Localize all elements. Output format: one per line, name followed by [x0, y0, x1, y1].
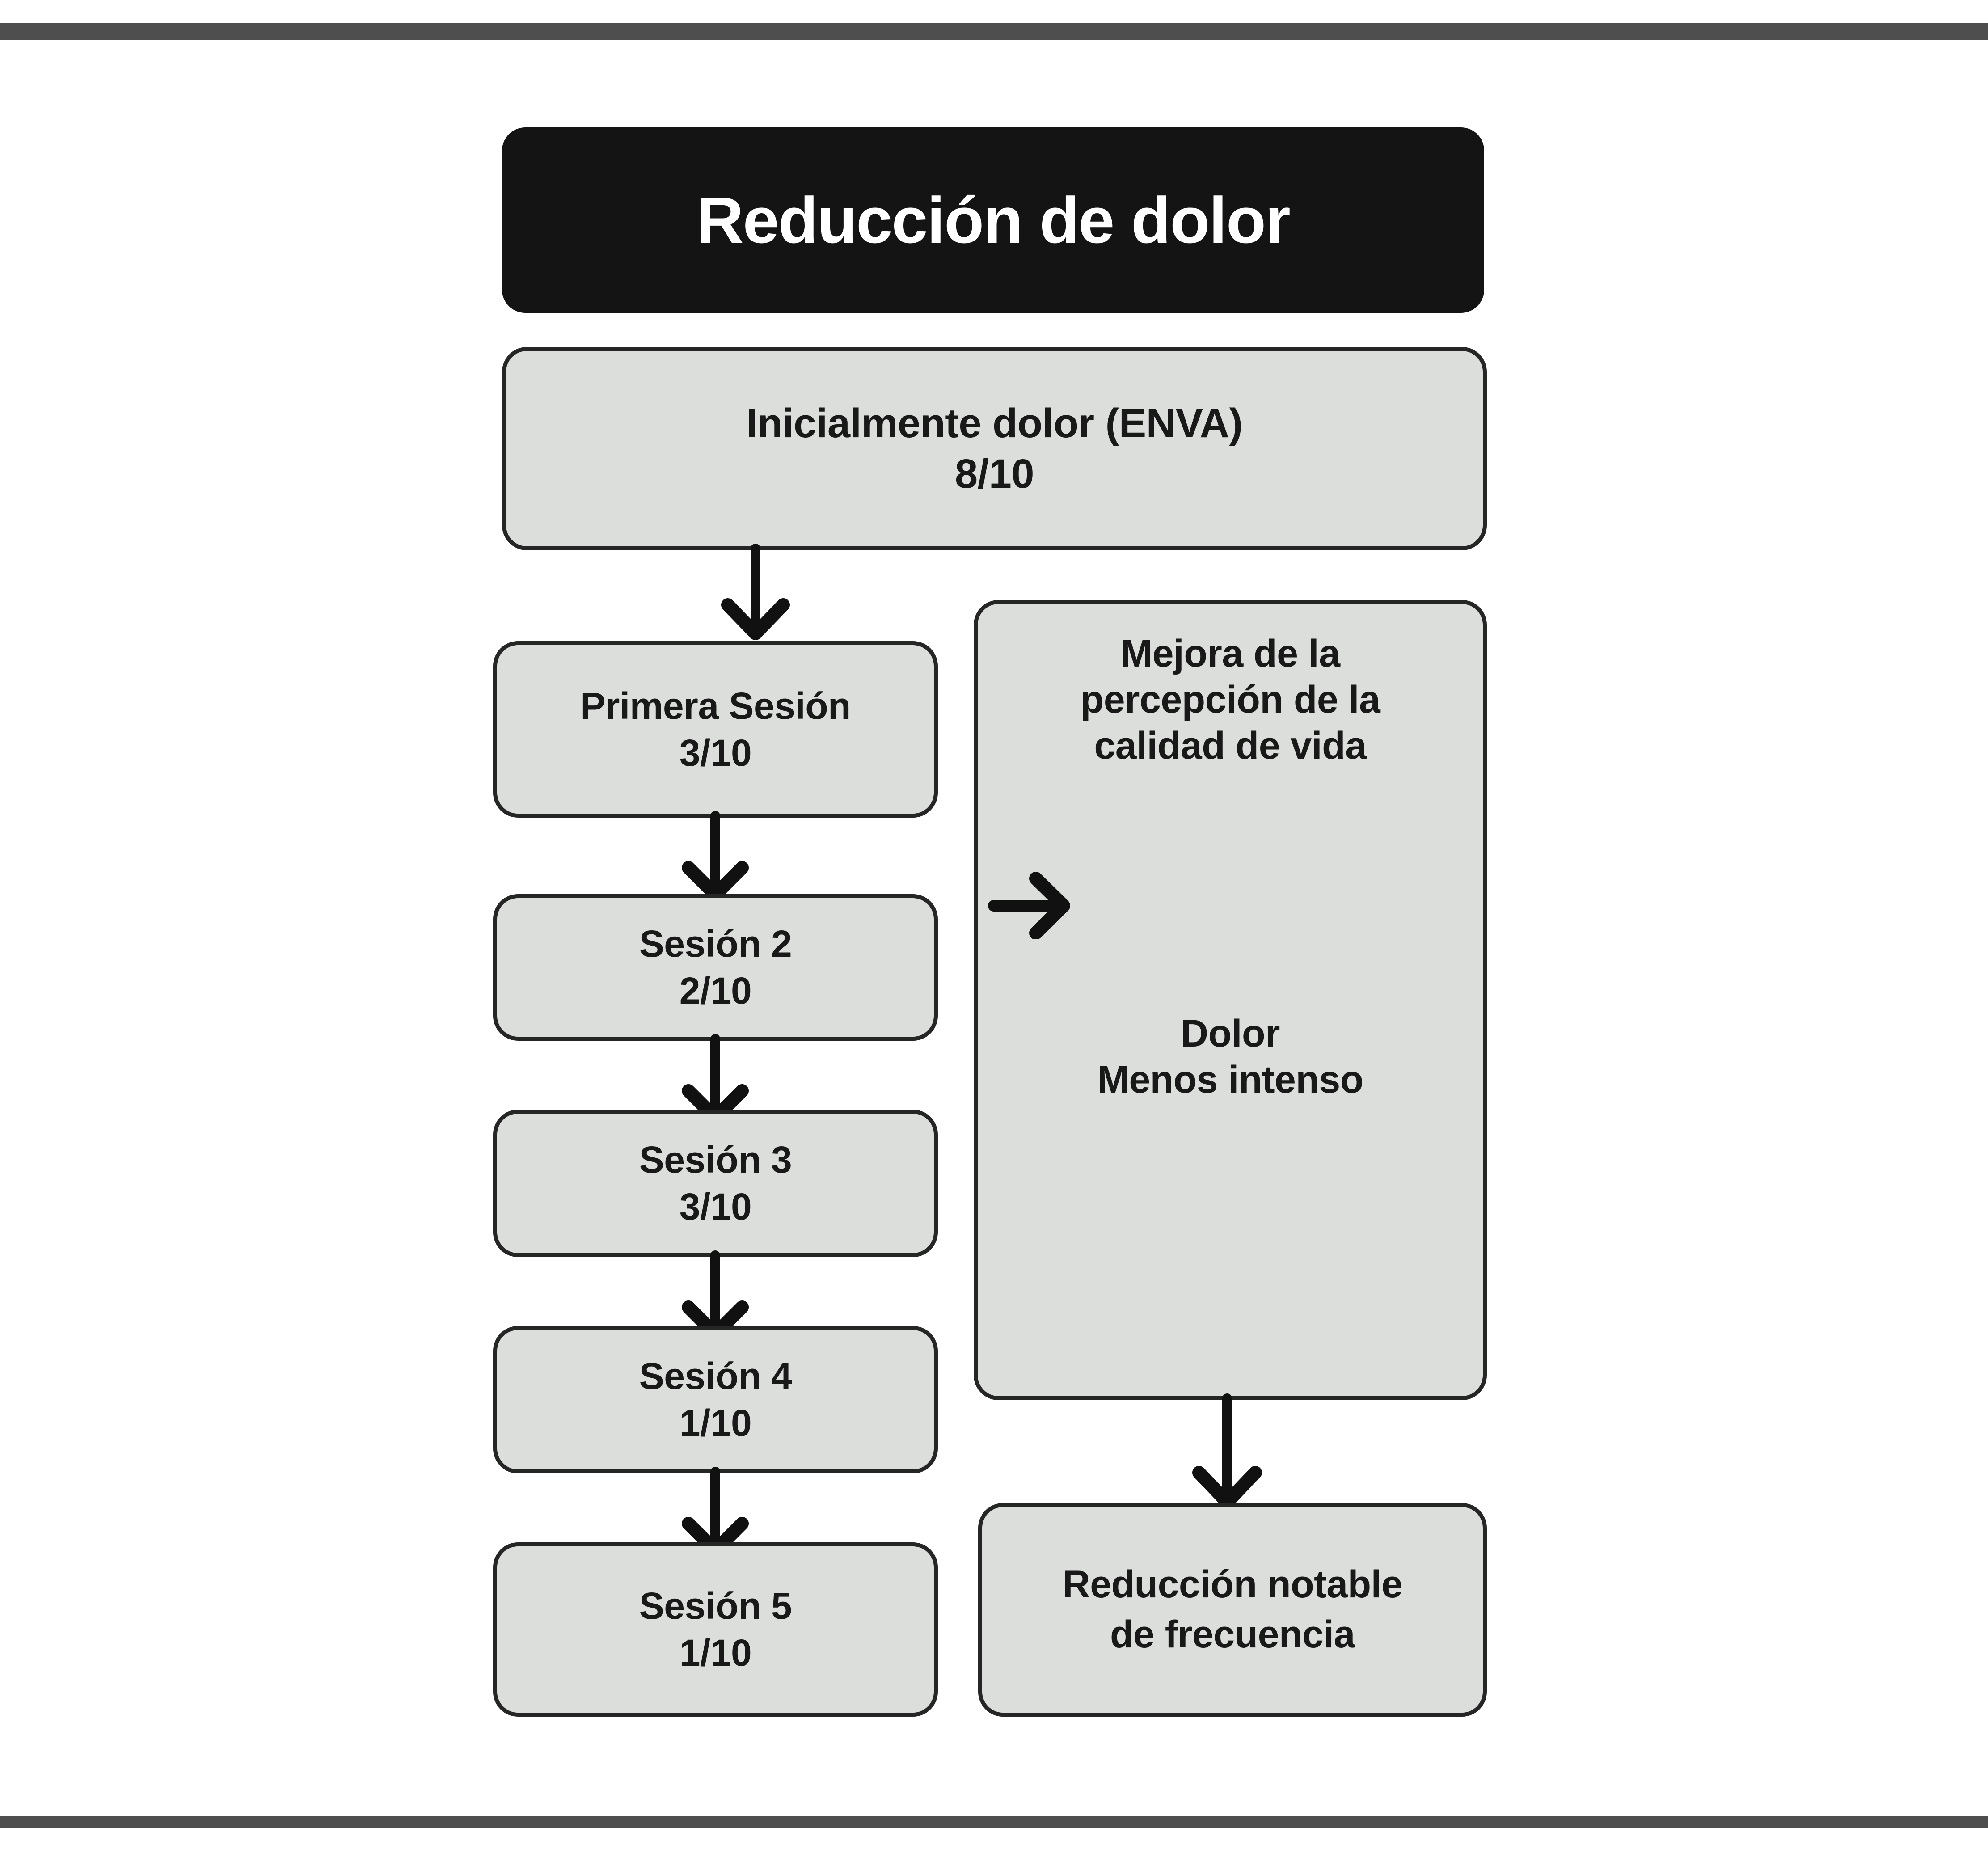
node-session-4-label: Sesión 4: [639, 1355, 792, 1397]
node-quality-of-life-line1: Mejora de la: [1120, 632, 1340, 675]
node-session-1: Primera Sesión 3/10: [493, 641, 938, 818]
node-session-3-score: 3/10: [679, 1186, 752, 1228]
node-quality-of-life-line3: calidad de vida: [1094, 724, 1367, 768]
node-session-5-label: Sesión 5: [639, 1585, 792, 1627]
node-initial-pain-label: Inicialmente dolor (ENVA): [746, 401, 1243, 447]
node-initial-pain: Inicialmente dolor (ENVA) 8/10: [502, 347, 1487, 550]
node-session-5-score: 1/10: [679, 1632, 752, 1674]
node-session-1-label: Primera Sesión: [580, 684, 851, 727]
node-session-2-label: Sesión 2: [639, 923, 792, 965]
node-initial-pain-score: 8/10: [954, 451, 1034, 497]
node-session-3: Sesión 3 3/10: [493, 1110, 938, 1257]
node-session-4: Sesión 4 1/10: [493, 1326, 938, 1473]
node-session-5: Sesión 5 1/10: [493, 1542, 938, 1717]
node-frequency-reduction-line1: Reducción notable: [1062, 1563, 1403, 1606]
node-session-4-score: 1/10: [679, 1402, 752, 1444]
node-quality-of-life-line2: percepción de la: [1080, 678, 1380, 722]
node-pain-less-intense-line2: Menos intenso: [1097, 1058, 1363, 1101]
arrow-quality-to-frequency: [1192, 1393, 1262, 1509]
node-session-2-score: 2/10: [679, 970, 752, 1012]
arrow-initial-to-session1: [721, 544, 790, 640]
page-title-text: Reducción de dolor: [696, 183, 1291, 257]
page-title: Reducción de dolor: [502, 127, 1484, 313]
arrow-session1-to-session2: [682, 811, 749, 901]
node-quality-of-life: Mejora de la percepción de la calidad de…: [974, 600, 1487, 1400]
right-arrow-icon: [988, 872, 1070, 939]
top-divider-rule: [0, 23, 1988, 40]
node-session-3-label: Sesión 3: [639, 1139, 792, 1181]
node-frequency-reduction-line2: de frecuencia: [1110, 1613, 1355, 1656]
node-frequency-reduction: Reducción notable de frecuencia: [978, 1503, 1487, 1717]
node-pain-less-intense-line1: Dolor: [1180, 1012, 1280, 1055]
node-session-1-score: 3/10: [679, 731, 752, 774]
bottom-divider-rule: [0, 1816, 1988, 1828]
node-session-2: Sesión 2 2/10: [493, 894, 938, 1041]
